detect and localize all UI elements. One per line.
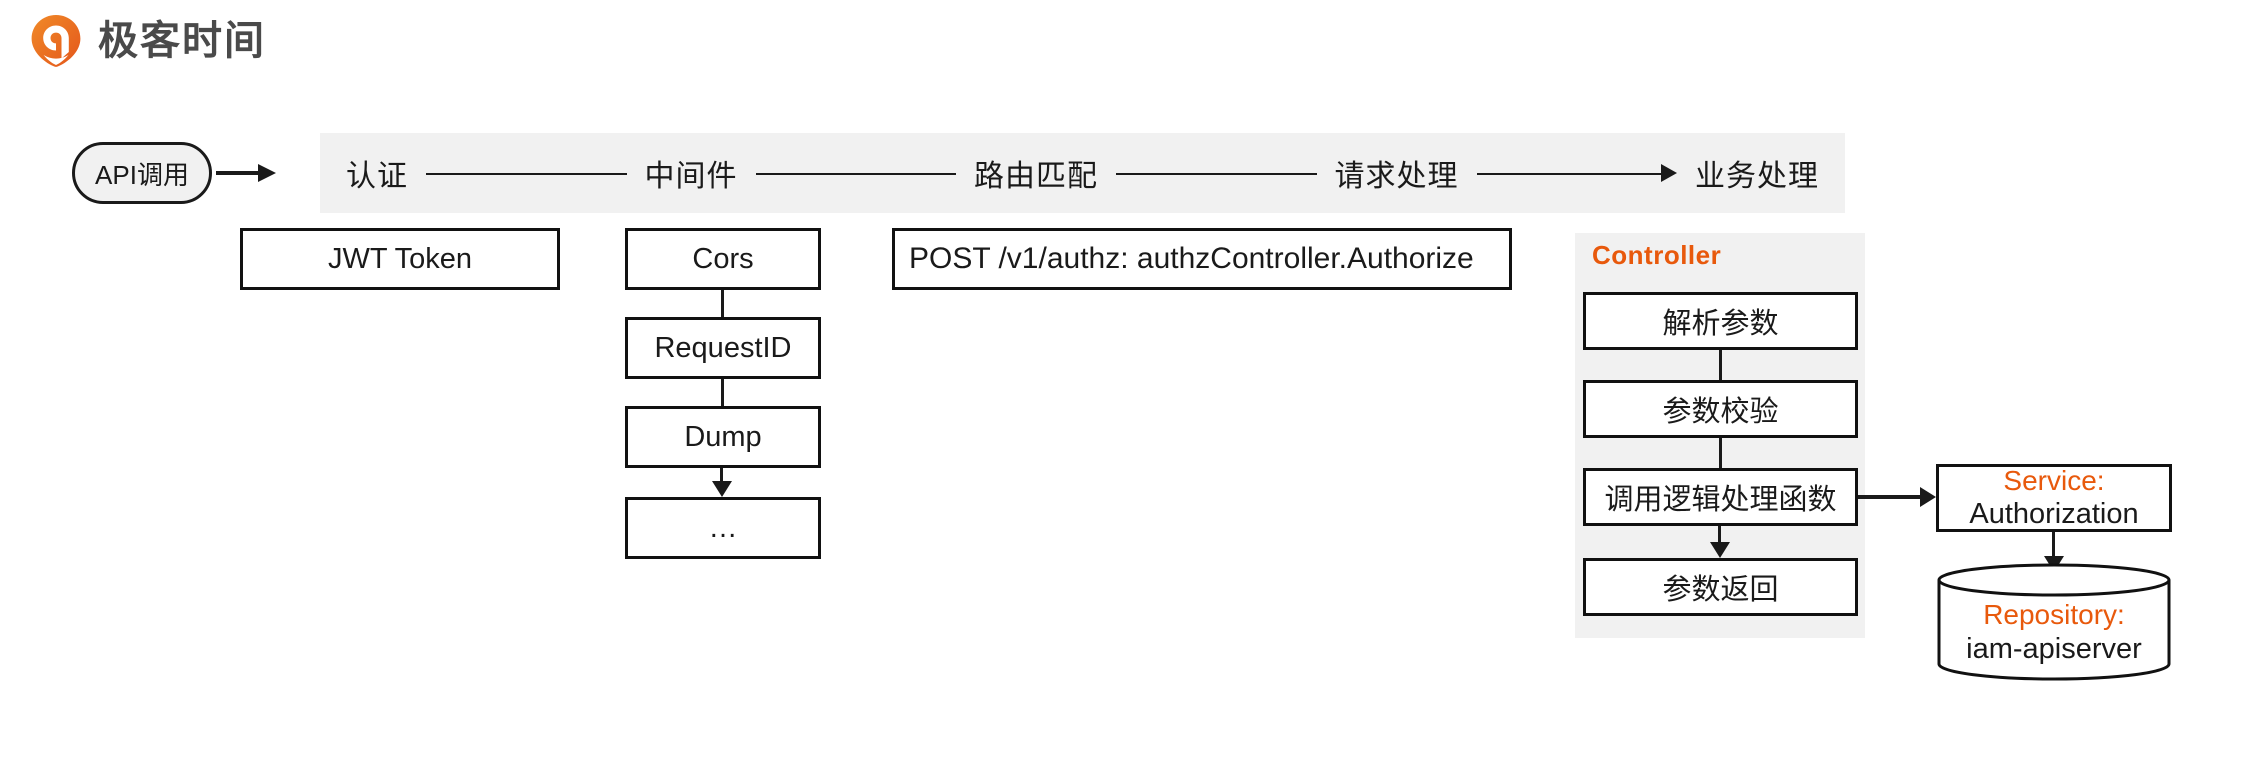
service-kind-label: Service: [2003,464,2105,496]
geekbang-pin-logo-icon [30,14,82,68]
middleware-box-dump: Dump [625,406,821,468]
database-cylinder-icon [1937,563,2171,681]
route-match-label: POST /v1/authz: authzController.Authoriz… [909,242,1474,275]
stage-connector-4-arrow-icon [1476,162,1678,184]
stage-label-request-handling: 请求处理 [1334,160,1459,193]
repository-kind-label: Repository: [1983,599,2125,630]
controller-connector-3-arrow-icon [1710,526,1730,558]
brand-name: 极客时间 [98,19,266,63]
middleware-connector-3-arrow-icon [712,468,732,497]
controller-step-label-validate-params: 参数校验 [1662,396,1779,428]
repository-name-label: iam-apiserver [1966,632,2142,665]
controller-step-label-parse-params: 解析参数 [1662,308,1779,340]
api-call-pill: API调用 [72,142,212,204]
arrow-right-icon [216,164,276,182]
middleware-box-cors: Cors [625,228,821,290]
service-box: Service: Authorization [1936,464,2172,532]
middleware-box-more: … [625,497,821,559]
middleware-label-requestid: RequestID [654,331,792,364]
stage-label-business-handling: 业务处理 [1695,160,1819,193]
middleware-connector-1 [721,290,724,317]
controller-step-label-return-params: 参数返回 [1662,574,1779,606]
controller-step-call-logic-handler: 调用逻辑处理函数 [1583,468,1858,526]
stage-label-middleware: 中间件 [644,160,738,193]
stage-row: 认证 中间件 路由匹配 请求处理 业务处理 [320,133,1845,213]
service-name-label: Authorization [1969,498,2139,531]
middleware-label-more: … [708,511,738,544]
repository-cylinder: Repository: iam-apiserver [1936,562,2172,682]
controller-connector-1 [1719,350,1722,380]
middleware-box-requestid: RequestID [625,317,821,379]
middleware-label-dump: Dump [684,420,762,453]
controller-step-label-call-logic-handler: 调用逻辑处理函数 [1604,484,1837,516]
stage-label-auth: 认证 [346,160,408,193]
stage-connector-3 [1116,162,1317,184]
middleware-label-cors: Cors [692,242,754,275]
stage-connector-2 [755,162,956,184]
middleware-connector-2 [721,379,724,406]
controller-to-service-arrow-icon [1858,487,1936,507]
controller-step-validate-params: 参数校验 [1583,380,1858,438]
brand-header: 极客时间 [30,14,266,68]
controller-step-return-params: 参数返回 [1583,558,1858,616]
route-match-box: POST /v1/authz: authzController.Authoriz… [892,228,1512,290]
jwt-token-label: JWT Token [328,242,472,275]
repository-label: Repository: iam-apiserver [1936,598,2172,666]
controller-title: Controller [1592,240,1722,270]
controller-step-parse-params: 解析参数 [1583,292,1858,350]
stage-label-route-match: 路由匹配 [974,160,1098,193]
jwt-token-box: JWT Token [240,228,560,290]
api-call-label: API调用 [95,159,189,190]
stage-connector-1 [426,162,627,184]
controller-connector-2 [1719,438,1722,468]
